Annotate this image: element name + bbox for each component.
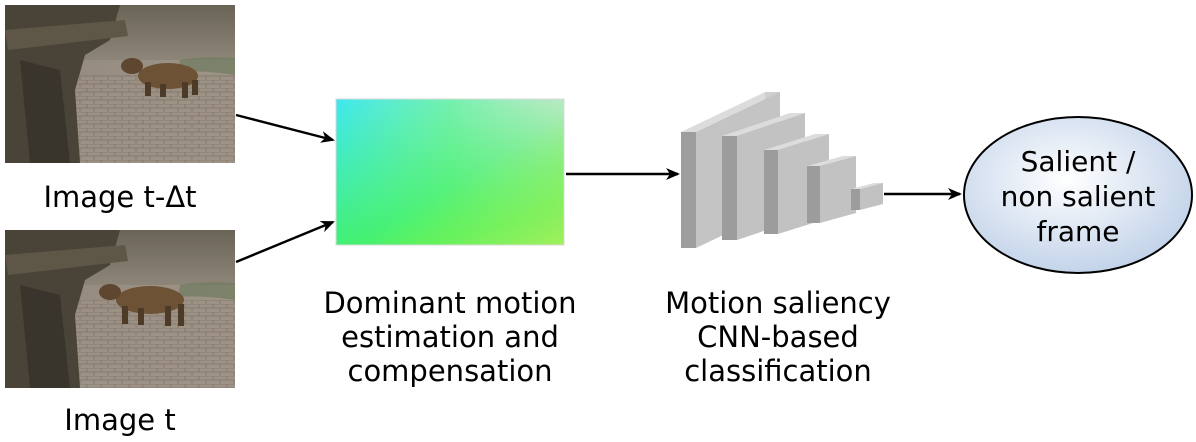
arrow-frame2-to-flow (235, 220, 335, 264)
frame-image-t-minus-dt (5, 5, 235, 163)
motion-flow-map (335, 98, 565, 246)
cnn-layer-5 (851, 183, 883, 210)
output-label: Salient / non salient frame (1000, 145, 1156, 248)
caption-image-t: Image t (64, 403, 176, 437)
output-ellipse (963, 116, 1193, 274)
frame-image-t (5, 230, 235, 388)
bear-figure (121, 58, 198, 98)
cnn-layer-4 (807, 156, 856, 223)
arrow-frame1-to-flow (235, 113, 335, 143)
cnn-classification-label: Motion saliency CNN-based classification (665, 286, 891, 388)
caption-image-t-minus-dt: Image t-Δt (43, 180, 197, 214)
cnn-layers-icon (681, 92, 883, 248)
motion-estimation-label: Dominant motion estimation and compensat… (323, 286, 577, 388)
bear-figure (99, 284, 184, 326)
